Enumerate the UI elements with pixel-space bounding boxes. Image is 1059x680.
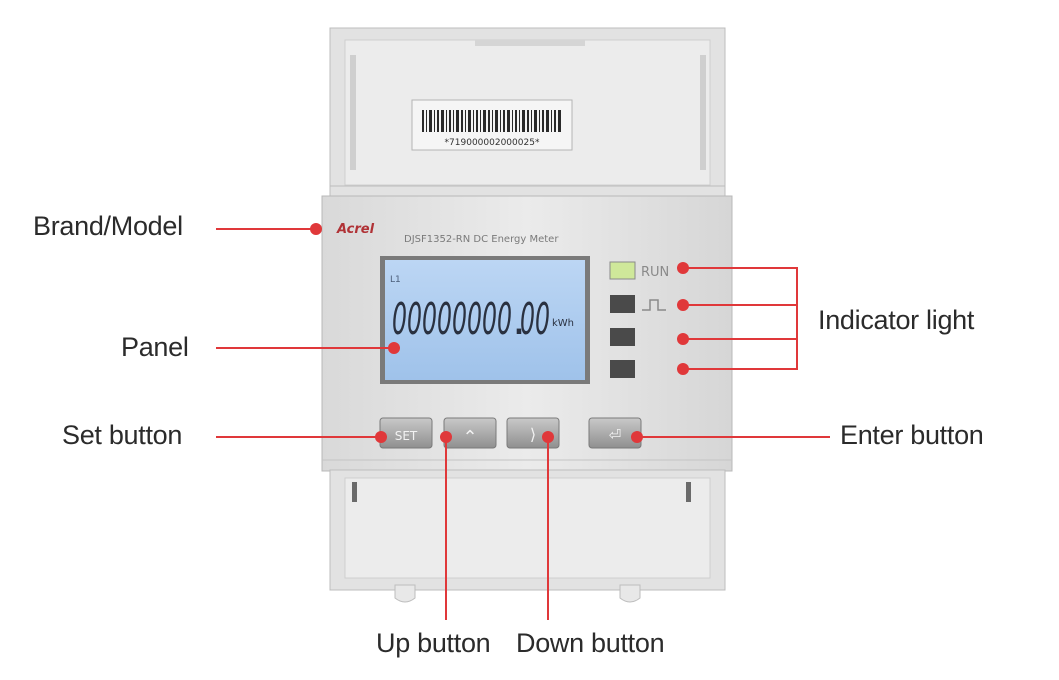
- run-label: RUN: [641, 265, 669, 280]
- barcode-label: *719000002000025*: [411, 99, 573, 151]
- set-key-label: SET: [395, 429, 418, 443]
- pulse-led-icon: [610, 295, 635, 313]
- up-button-callout: Up button: [376, 628, 491, 658]
- enter-icon: ⏎: [609, 426, 622, 444]
- down-button-callout: Down button: [516, 628, 665, 658]
- lcd-reading: 00000000: [392, 294, 512, 345]
- mounting-clip-left: [394, 584, 416, 603]
- brand-logo: Acrel: [336, 222, 375, 237]
- indicator-lights: RUN: [609, 261, 669, 378]
- callout-dots: [310, 223, 689, 443]
- mounting-clip-right: [619, 584, 641, 603]
- set-key[interactable]: SET: [379, 417, 433, 449]
- chevron-up-icon: ⌃: [462, 427, 477, 448]
- led-4-icon: [610, 360, 635, 378]
- pulse-symbol-icon: [642, 299, 666, 311]
- callout-lines: [216, 228, 830, 620]
- model-label: DJSF1352-RN DC Energy Meter: [404, 234, 559, 245]
- panel-callout: Panel: [121, 332, 189, 362]
- barcode-icon: [422, 110, 561, 132]
- brand-model-callout: Brand/Model: [33, 211, 183, 241]
- meter-buttons: SET ⌃ ⟩ ⏎: [379, 417, 642, 449]
- enter-button-callout: Enter button: [840, 420, 984, 450]
- set-button-callout: Set button: [62, 420, 183, 450]
- brand-row: Acrel DJSF1352-RN DC Energy Meter: [336, 222, 559, 245]
- bottom-housing: [329, 469, 726, 603]
- led-3-icon: [610, 328, 635, 346]
- indicator-light-callout: Indicator light: [818, 305, 975, 335]
- chevron-right-icon: ⟩: [530, 425, 536, 444]
- run-led-icon: [609, 261, 636, 280]
- lcd-decimal: .: [512, 294, 526, 345]
- top-housing: [329, 27, 726, 199]
- barcode-number: *719000002000025*: [445, 138, 540, 148]
- lcd-reading-tail: 00: [520, 294, 550, 345]
- lcd-corner-label: L1: [390, 275, 401, 285]
- lcd-panel: L1 00000000 . 00 kWh: [380, 256, 590, 384]
- lcd-unit: kWh: [552, 318, 574, 329]
- up-key[interactable]: ⌃: [443, 417, 497, 449]
